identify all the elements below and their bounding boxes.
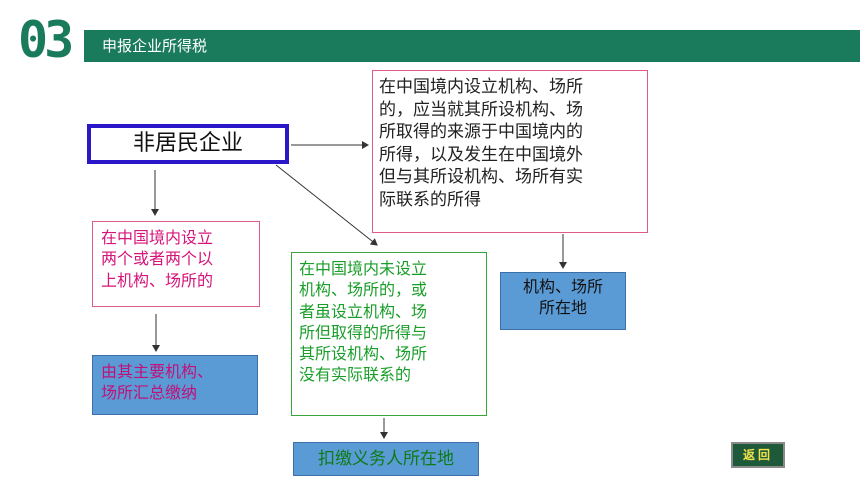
condition-line: 但与其所设机构、场所有实 bbox=[379, 167, 583, 188]
condition-line: 所得，以及发生在中国境外 bbox=[379, 144, 583, 165]
condition-line: 机构、场所的，或 bbox=[299, 280, 428, 300]
header-bar: 申报企业所得税 bbox=[84, 30, 860, 62]
condition-box-multiple-establishments: 在中国境内设立 两个或者两个以 上机构、场所的 bbox=[92, 221, 260, 307]
result-box-establishment-location: 机构、场所 所在地 bbox=[500, 272, 626, 330]
condition-line: 在中国境内未设立 bbox=[299, 259, 428, 278]
result-box-withholding-agent-location: 扣缴义务人所在地 bbox=[293, 442, 479, 476]
section-number: 03 bbox=[18, 11, 74, 69]
result-line: 场所汇总缴纳 bbox=[101, 383, 198, 403]
back-button[interactable]: 返回 bbox=[731, 442, 785, 468]
condition-line: 所但取得的所得与 bbox=[299, 322, 428, 342]
condition-box-no-establishment: 在中国境内未设立 机构、场所的，或 者虽设立机构、场 所但取得的所得与 其所设机… bbox=[291, 252, 487, 416]
page-title: 申报企业所得税 bbox=[102, 37, 208, 55]
condition-line: 在中国境内设立 bbox=[101, 228, 214, 247]
condition-line: 在中国境内设立机构、场所 bbox=[379, 77, 583, 97]
condition-line: 际联系的所得 bbox=[379, 190, 481, 211]
result-line: 所在地 bbox=[538, 298, 587, 318]
condition-line: 其所设机构、场所 bbox=[299, 344, 428, 364]
condition-line: 没有实际联系的 bbox=[299, 365, 412, 385]
result-line: 机构、场所 bbox=[522, 277, 603, 296]
result-line: 由其主要机构、 bbox=[101, 362, 214, 381]
condition-line: 所取得的来源于中国境内的 bbox=[379, 122, 583, 143]
result-box-consolidated-payment: 由其主要机构、 场所汇总缴纳 bbox=[92, 355, 258, 415]
root-node-nonresident-enterprise: 非居民企业 bbox=[87, 124, 289, 164]
condition-box-established-with-connection: 在中国境内设立机构、场所 的，应当就其所设机构、场 所取得的来源于中国境内的 所… bbox=[372, 70, 648, 233]
condition-line: 的，应当就其所设机构、场 bbox=[379, 99, 583, 120]
condition-line: 上机构、场所的 bbox=[101, 270, 214, 290]
arrow-root-to-center bbox=[275, 164, 378, 246]
condition-line: 两个或者两个以 bbox=[101, 249, 214, 269]
condition-line: 者虽设立机构、场 bbox=[299, 301, 428, 321]
